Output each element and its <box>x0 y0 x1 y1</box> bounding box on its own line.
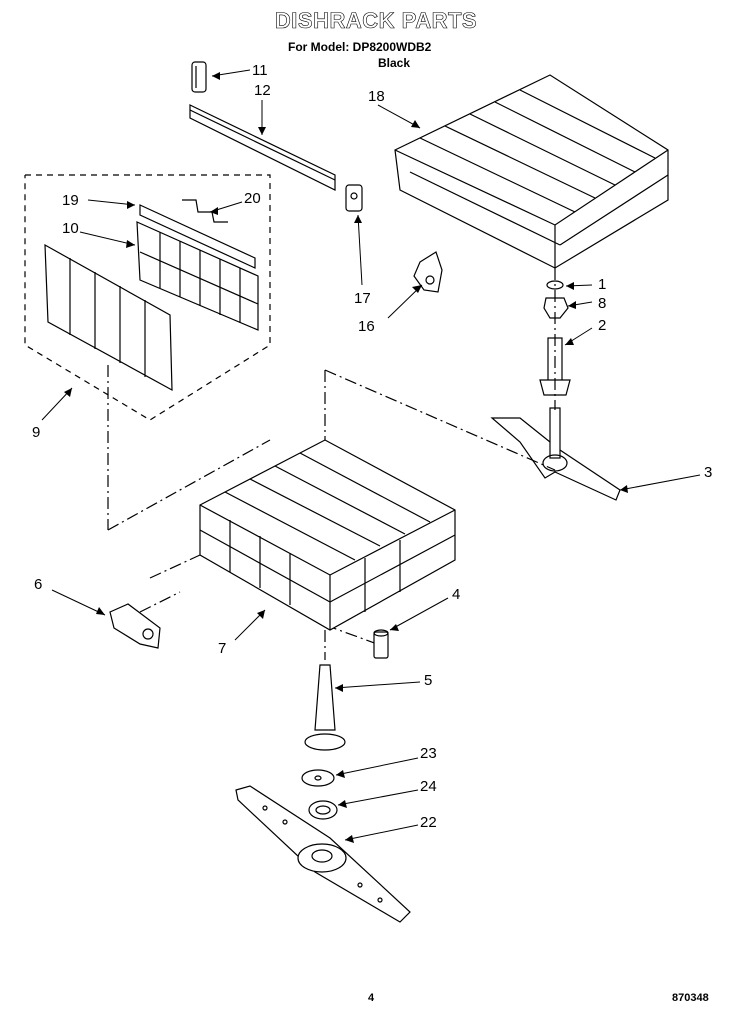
part-8-nut <box>543 297 569 319</box>
part-10-basket-insert <box>136 221 259 331</box>
callout-5: 5 <box>424 672 433 689</box>
callout-10: 10 <box>62 220 79 237</box>
alignment-lines <box>107 268 556 660</box>
color-line: Black <box>378 56 411 70</box>
callout-19: 19 <box>62 192 79 209</box>
callout-3: 3 <box>704 464 713 481</box>
page-title: DISHRACK PARTS <box>274 8 478 34</box>
part-22-lower-spray-arm <box>235 785 411 923</box>
callout-6: 6 <box>34 576 43 593</box>
part-16-bracket <box>413 251 443 293</box>
part-5-lower-tube <box>304 664 346 751</box>
assembly-9-dashed-box <box>24 174 271 421</box>
part-6-wheel <box>109 603 161 649</box>
callout-7: 7 <box>218 640 227 657</box>
callout-20: 20 <box>244 190 261 207</box>
callout-17: 17 <box>354 290 371 307</box>
part-19-strip <box>139 204 256 269</box>
part-17-stop <box>345 184 363 212</box>
part-24-seal <box>308 800 338 820</box>
model-line: For Model: DP8200WDB2 <box>288 40 432 54</box>
callout-2: 2 <box>598 317 607 334</box>
page-number: 4 <box>368 992 375 1004</box>
callout-12: 12 <box>254 82 271 99</box>
callout-11: 11 <box>252 62 268 79</box>
callout-4: 4 <box>452 586 461 603</box>
leader-arrowheads <box>64 72 628 843</box>
callout-18: 18 <box>368 88 385 105</box>
callout-16: 16 <box>358 318 375 335</box>
callout-23: 23 <box>420 745 437 762</box>
part-9-basket-body <box>44 243 173 392</box>
callout-1: 1 <box>598 276 607 293</box>
part-3-upper-spray-arm <box>490 407 621 501</box>
diagram-code: 870348 <box>672 992 709 1004</box>
callout-9: 9 <box>32 424 41 441</box>
part-23-washer <box>301 769 335 787</box>
part-11-clip <box>191 61 207 93</box>
callout-8: 8 <box>598 295 607 312</box>
part-18-upper-rack <box>394 74 669 269</box>
part-12-rail <box>189 104 336 191</box>
callout-24: 24 <box>420 778 437 795</box>
callout-22: 22 <box>420 814 437 831</box>
part-1-washer <box>546 280 564 290</box>
part-4-bushing <box>373 629 389 659</box>
part-7-lower-rack <box>199 439 456 631</box>
part-20-clip <box>182 199 228 223</box>
